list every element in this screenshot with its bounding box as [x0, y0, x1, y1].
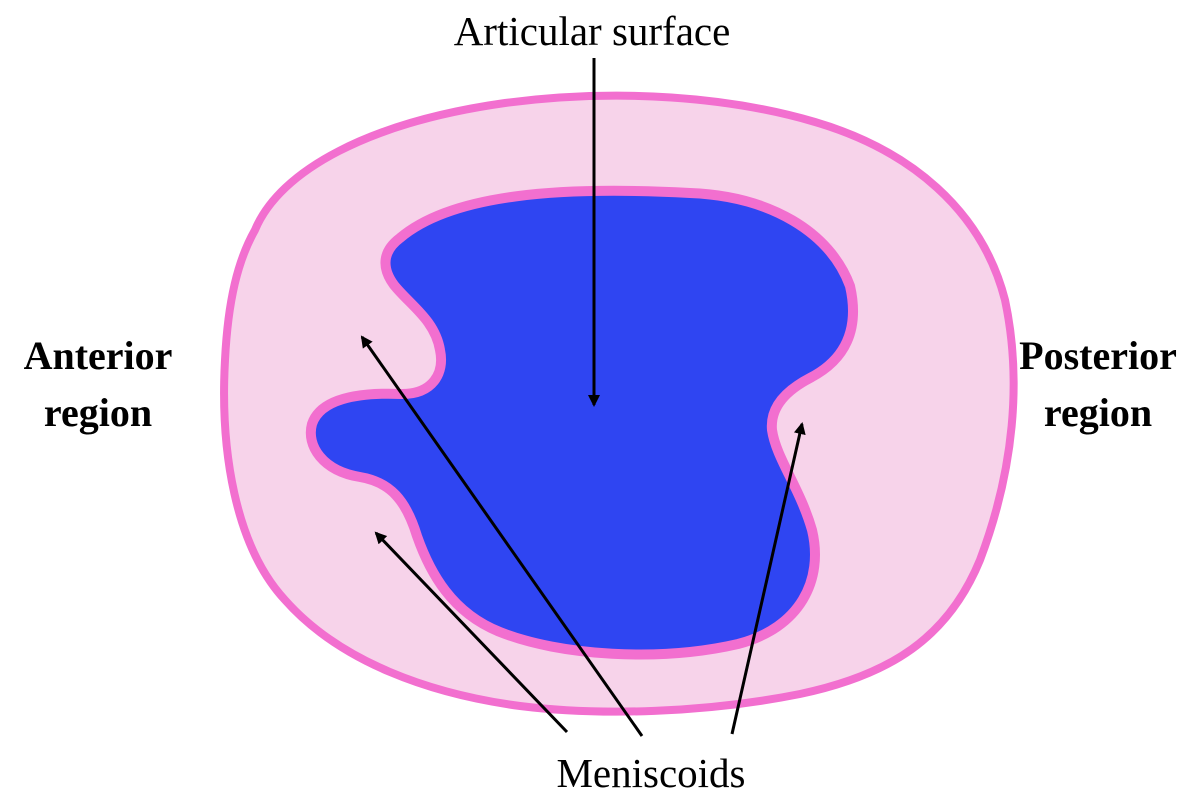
anterior-label-line2: region — [44, 390, 152, 435]
posterior-label-line2: region — [1044, 390, 1152, 435]
meniscoids-label: Meniscoids — [556, 750, 745, 795]
articular-surface-label: Articular surface — [454, 8, 731, 54]
posterior-label-line1: Posterior — [1019, 333, 1177, 378]
anterior-label-line1: Anterior — [24, 333, 173, 378]
